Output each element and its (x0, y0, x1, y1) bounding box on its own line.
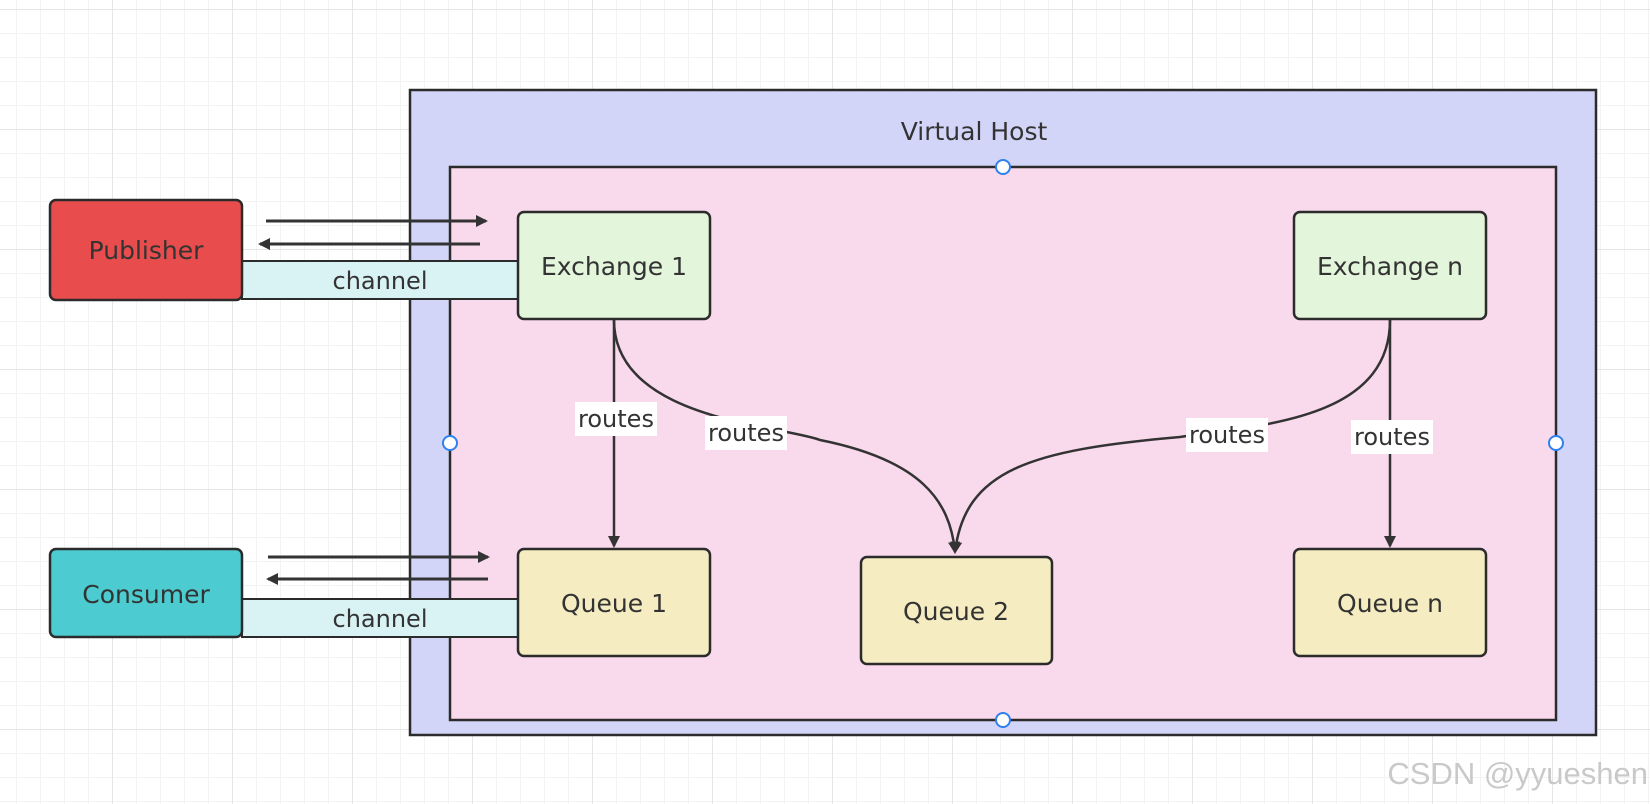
queue-2-node[interactable]: Queue 2 (859, 555, 1054, 666)
resize-handle-top[interactable] (995, 159, 1011, 175)
edge-exchangen-queue2[interactable] (950, 319, 1392, 554)
edge-label-exn-q2: routes (1186, 418, 1268, 452)
publisher-node[interactable]: Publisher (48, 198, 244, 302)
resize-handle-bottom[interactable] (995, 712, 1011, 728)
queue-n-label: Queue n (1337, 589, 1443, 618)
consumer-channel-label: channel (333, 605, 428, 633)
publisher-channel[interactable]: channel (241, 260, 519, 300)
svg-text:routes: routes (1354, 423, 1430, 451)
consumer-channel[interactable]: channel (241, 598, 519, 638)
edge-label-exn-qn: routes (1351, 420, 1433, 454)
exchange-1-label: Exchange 1 (541, 252, 687, 281)
queue-n-node[interactable]: Queue n (1292, 547, 1488, 658)
watermark: CSDN @yyueshen (1387, 756, 1648, 791)
resize-handle-right[interactable] (1548, 435, 1564, 451)
exchange-1-node[interactable]: Exchange 1 (516, 210, 712, 321)
exchange-n-label: Exchange n (1317, 252, 1463, 281)
svg-text:routes: routes (578, 405, 654, 433)
publisher-label: Publisher (89, 236, 204, 265)
edge-label-ex1-q1: routes (575, 402, 657, 436)
publisher-channel-label: channel (333, 267, 428, 295)
consumer-node[interactable]: Consumer (48, 547, 244, 639)
queue-1-label: Queue 1 (561, 589, 667, 618)
edge-exchange1-queue2[interactable] (612, 319, 961, 554)
consumer-label: Consumer (82, 580, 210, 609)
queue-2-label: Queue 2 (903, 597, 1009, 626)
edge-label-ex1-q2: routes (705, 416, 787, 450)
queue-1-node[interactable]: Queue 1 (516, 547, 712, 658)
resize-handle-left[interactable] (442, 435, 458, 451)
svg-text:routes: routes (708, 419, 784, 447)
svg-text:routes: routes (1189, 421, 1265, 449)
virtual-host-label: Virtual Host (901, 117, 1048, 146)
exchange-n-node[interactable]: Exchange n (1292, 210, 1488, 321)
